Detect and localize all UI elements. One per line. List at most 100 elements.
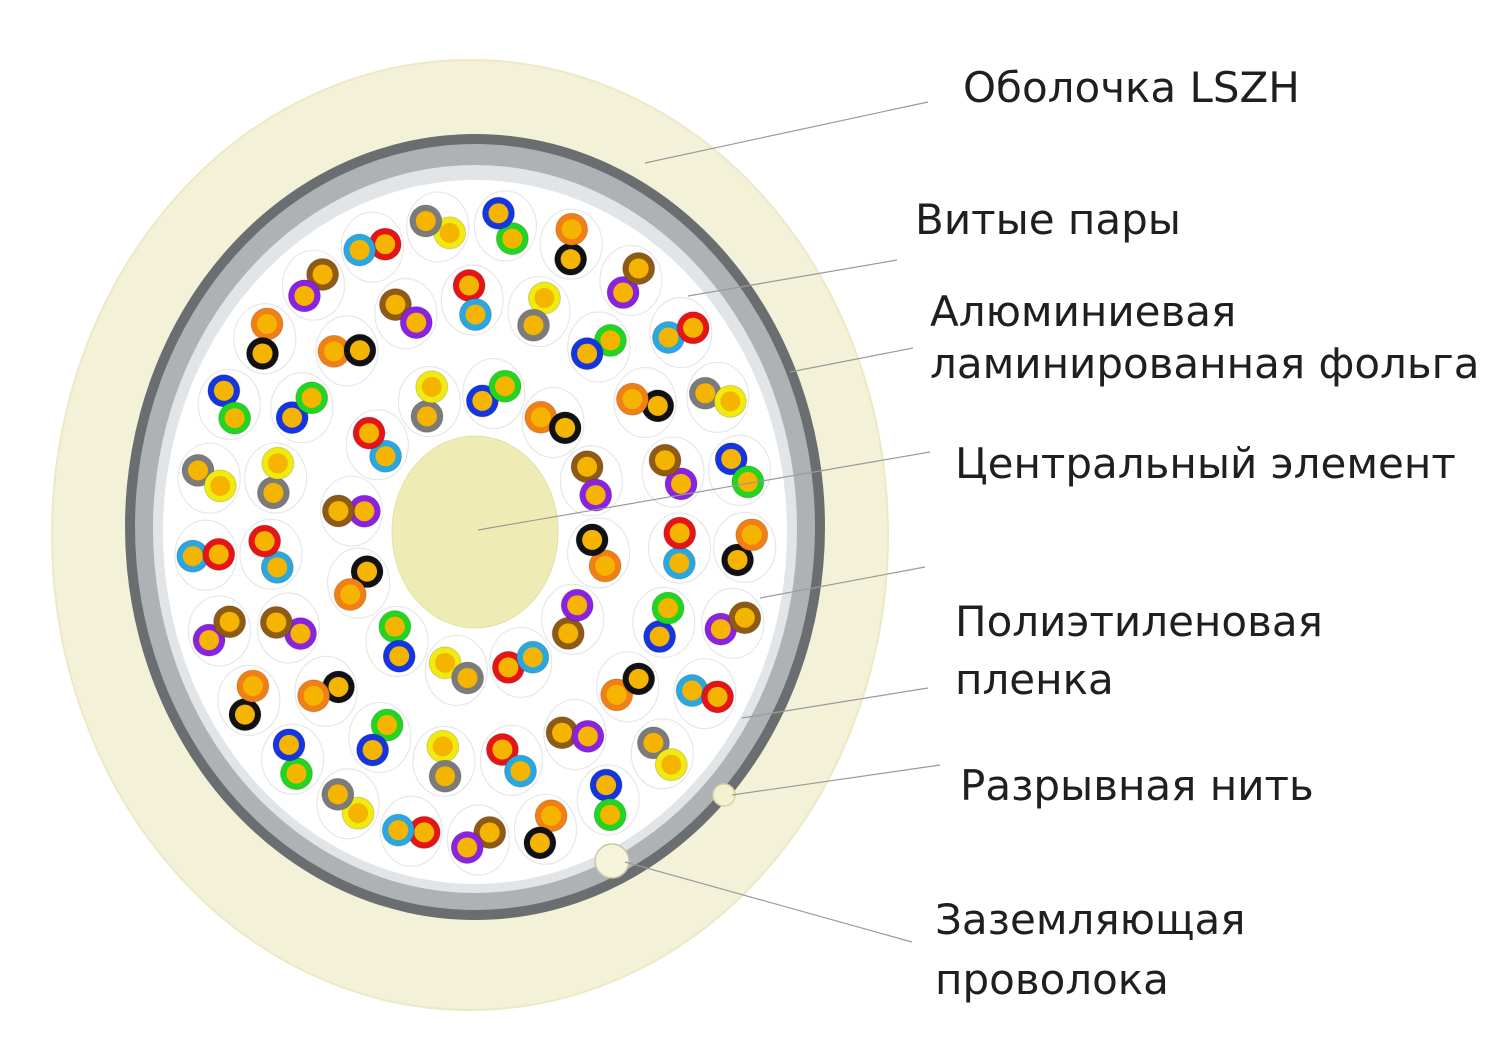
wire-conductor [727, 549, 748, 570]
wire-conductor [457, 668, 478, 689]
wire-conductor [328, 676, 349, 697]
wire-conductor [695, 383, 716, 404]
leader-lines [477, 101, 941, 943]
leader-drain-wire [624, 861, 913, 943]
pair-outline [197, 368, 261, 441]
wire-conductor [555, 417, 576, 438]
wire-conductor [567, 595, 588, 616]
wire-conductor [301, 387, 322, 408]
wire-conductor [312, 264, 333, 285]
wire-conductor [577, 343, 598, 364]
wire-conductor [558, 623, 579, 644]
pair-outline [187, 595, 251, 667]
wire-conductor [606, 684, 627, 705]
twisted-pair [613, 366, 677, 439]
label-rip-cord: Разрывная нить [960, 761, 1314, 810]
twisted-pair [379, 795, 443, 867]
wire-conductor [613, 282, 634, 303]
wire-conductor [257, 313, 278, 334]
pair-outline [673, 658, 737, 730]
pair-outline [507, 275, 571, 348]
drain-wire [594, 843, 630, 879]
pair-outline [599, 244, 663, 317]
label-polyethylene-film-line2: пленка [955, 655, 1114, 704]
wire-conductor [541, 805, 562, 826]
pair-outline [479, 724, 544, 796]
wire-conductor [188, 460, 209, 481]
wire-conductor [710, 619, 731, 640]
pair-outline [707, 434, 772, 507]
wire-conductor [529, 832, 550, 853]
pair-outline [270, 372, 334, 444]
wire-conductor [362, 739, 383, 760]
pair-outline [566, 517, 631, 589]
wire-conductor [647, 395, 668, 416]
wire-conductor [510, 761, 531, 782]
twisted-pair [462, 357, 526, 430]
wire-conductor [348, 803, 369, 824]
wire-conductor [282, 407, 303, 428]
wire-conductor [182, 546, 203, 567]
wire-conductor [267, 453, 288, 474]
leader-central-element [477, 451, 931, 531]
pair-outline [424, 634, 488, 707]
pair-outline [379, 795, 443, 867]
wire-conductor [286, 763, 307, 784]
wire-conductor [495, 376, 516, 397]
wire-conductor [600, 330, 621, 351]
twisted-pair [599, 244, 663, 317]
wire-conductor [384, 616, 405, 637]
wire-conductor [530, 407, 551, 428]
wire-conductor [720, 391, 741, 412]
wire-conductor [683, 317, 704, 338]
pair-outline [316, 768, 380, 840]
wire-conductor [415, 211, 436, 232]
wire-conductor [498, 657, 519, 678]
central-element [391, 435, 559, 629]
twisted-pair [513, 793, 578, 865]
pair-outline [701, 587, 765, 660]
wire-conductor [357, 561, 378, 582]
wire-conductor [252, 343, 273, 364]
wire-conductor [661, 754, 682, 775]
wire-conductor [655, 450, 676, 471]
wire-conductor [388, 820, 409, 841]
pair-outline [521, 386, 585, 459]
twisted-pair [233, 303, 297, 375]
pair-outline [365, 605, 429, 678]
pair-outline [539, 208, 603, 280]
rip-cord [712, 783, 736, 807]
wire-conductor [406, 312, 427, 333]
wire-conductor [472, 390, 493, 411]
wire-conductor [199, 630, 220, 651]
pair-outline [632, 586, 696, 658]
wire-conductor [278, 734, 299, 755]
wire-conductor [658, 327, 679, 348]
wire-conductor [585, 485, 606, 506]
wire-conductor [671, 473, 692, 494]
wire-conductor [582, 529, 603, 550]
pair-outline [567, 311, 631, 383]
twisted-pair [281, 249, 346, 321]
pair-outline [397, 366, 461, 438]
pair-outline [713, 511, 777, 583]
wire-conductor [208, 544, 229, 565]
wire-conductor [502, 228, 523, 249]
twisted-pair [345, 409, 409, 481]
pair-outline [541, 583, 605, 655]
twisted-pair [473, 190, 537, 262]
wire-conductor [523, 315, 544, 336]
wire-conductor [682, 680, 703, 701]
pair-outline [174, 519, 238, 591]
wire-conductor [219, 611, 240, 632]
leader-twisted-pairs [687, 259, 898, 297]
wire-conductor [534, 287, 555, 308]
label-twisted-pairs: Витые пары [915, 195, 1181, 244]
label-lszh-sheath: Оболочка LSZH [963, 63, 1300, 112]
twisted-pair [596, 651, 660, 723]
wire-conductor [707, 686, 728, 707]
leader-polyethylene-film [741, 687, 929, 719]
label-aluminium-foil-line1: Алюминиевая [930, 287, 1237, 336]
pair-outline [446, 804, 511, 876]
wire-conductor [459, 275, 480, 296]
